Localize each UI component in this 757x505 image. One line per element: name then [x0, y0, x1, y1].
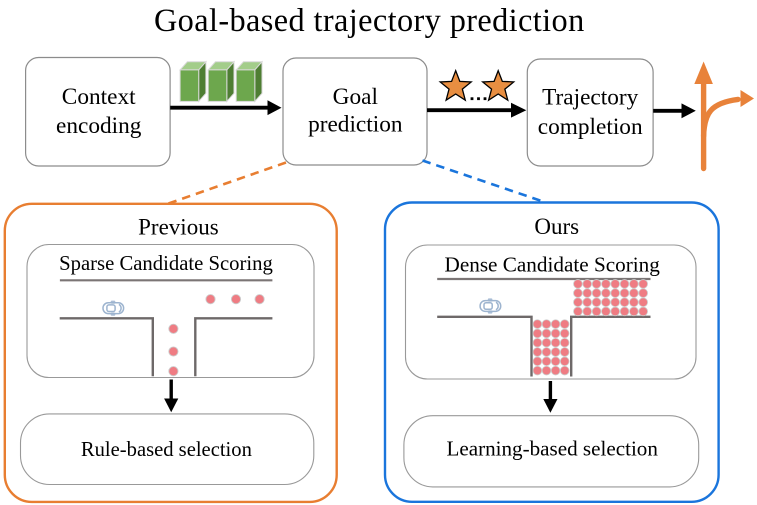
svg-text:Rule-based selection: Rule-based selection: [81, 439, 252, 461]
svg-text:completion: completion: [538, 114, 643, 140]
svg-text:Previous: Previous: [138, 215, 219, 240]
svg-text:Goal: Goal: [333, 84, 378, 110]
svg-text:Ours: Ours: [534, 214, 579, 239]
svg-text:encoding: encoding: [56, 113, 142, 139]
svg-text:Trajectory: Trajectory: [542, 85, 639, 111]
svg-text:Context: Context: [62, 84, 136, 110]
svg-text:Learning-based selection: Learning-based selection: [446, 437, 658, 461]
svg-text:Dense Candidate Scoring: Dense Candidate Scoring: [445, 253, 661, 277]
svg-text:prediction: prediction: [308, 112, 403, 138]
svg-text:Goal-based trajectory predicti: Goal-based trajectory prediction: [154, 2, 585, 38]
svg-text:Sparse Candidate Scoring: Sparse Candidate Scoring: [59, 253, 273, 275]
